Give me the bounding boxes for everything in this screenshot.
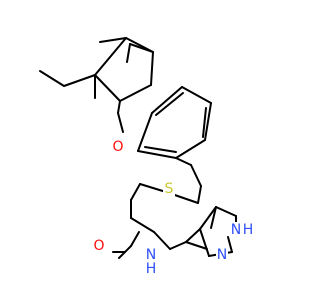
bond-line <box>137 150 177 159</box>
bond-line <box>117 100 121 114</box>
bond-line <box>126 43 131 63</box>
atom-label-h-on-amide-n: H <box>146 261 157 277</box>
bond-line <box>181 86 212 104</box>
atom-label-background <box>145 261 157 277</box>
bond-line <box>130 231 140 247</box>
bond-line <box>199 206 217 230</box>
atom-label-background <box>93 238 105 254</box>
bond-line <box>117 112 124 133</box>
bond-line <box>144 146 177 153</box>
atom-label-n-h-amide: N <box>146 247 156 263</box>
bond-line <box>139 183 167 193</box>
bond-line <box>99 37 127 43</box>
bond-line <box>155 92 184 116</box>
bond-line <box>129 43 154 53</box>
bond-line <box>227 236 233 253</box>
bond-line <box>137 112 153 152</box>
atom-label-s-thioether: S <box>165 181 174 197</box>
atom-label-n-h-pyrazole: N <box>231 222 241 238</box>
bond-line <box>215 206 237 217</box>
bond-line <box>150 51 154 86</box>
bond-line <box>153 231 171 250</box>
bond-line <box>199 228 210 257</box>
atom-label-background <box>145 247 157 263</box>
bond-line <box>151 86 183 114</box>
bond-line <box>39 70 65 87</box>
bond-line <box>190 164 202 187</box>
bond-line <box>185 241 208 250</box>
atom-label-h-on-pyrazole-n: H <box>243 222 254 238</box>
bond-line <box>130 183 141 201</box>
atom-label-background <box>216 247 228 263</box>
atom-label-o-carbonyl: O <box>93 238 104 254</box>
bond-line <box>119 84 152 102</box>
bond-line <box>63 74 96 87</box>
bond-line <box>197 185 202 204</box>
bond-line <box>210 206 217 229</box>
bond-line <box>204 102 212 141</box>
bond-line <box>130 217 155 233</box>
bond-line <box>175 157 192 166</box>
atom-label-background <box>230 222 242 238</box>
bond-line <box>169 241 187 250</box>
bond-line <box>94 74 121 102</box>
bond-line <box>202 107 207 138</box>
bond-line <box>94 37 127 76</box>
bond-line <box>175 139 206 159</box>
atom-label-background <box>163 181 175 197</box>
atom-label-background <box>242 222 254 238</box>
atom-label-background <box>112 139 124 155</box>
bond-line <box>185 228 201 243</box>
atom-label-o-ether: O <box>112 139 123 155</box>
atom-label-n-pyrazole: N <box>217 247 227 263</box>
